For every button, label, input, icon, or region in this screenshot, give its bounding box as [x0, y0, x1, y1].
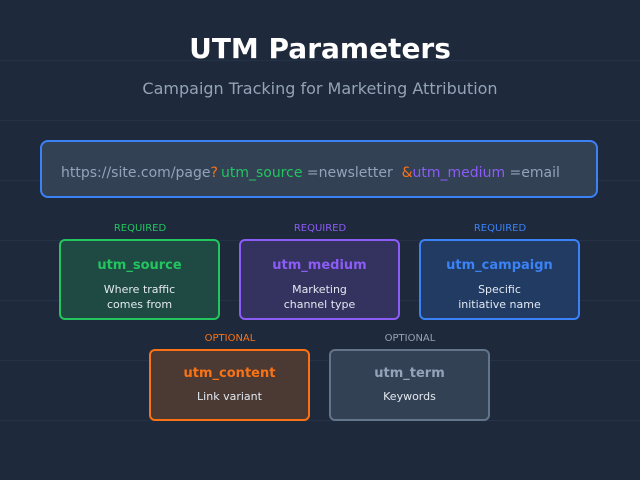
page-title: UTM Parameters: [189, 32, 451, 65]
param-card-utm-content: utm_content Link variant: [149, 349, 310, 421]
grid-line: [0, 360, 640, 361]
page-subtitle: Campaign Tracking for Marketing Attribut…: [142, 79, 498, 98]
status-label-term: OPTIONAL: [384, 333, 436, 344]
status-label-campaign: REQUIRED: [473, 223, 527, 234]
url-param-medium-value: =email: [505, 165, 560, 181]
param-name: utm_medium: [272, 258, 367, 273]
grid-line: [0, 120, 640, 121]
param-name: utm_content: [183, 366, 276, 381]
param-name: utm_campaign: [446, 258, 553, 273]
url-param-source-value: =newsletter: [302, 165, 402, 181]
grid-line: [0, 420, 640, 421]
grid-line: [0, 60, 640, 61]
param-description: Keywords: [383, 390, 436, 403]
url-ampersand: &: [401, 165, 413, 181]
url-query-mark: ?: [210, 165, 218, 181]
url-param-source-key: utm_source: [220, 165, 303, 181]
url-param-medium-key: utm_medium: [412, 165, 506, 181]
param-name: utm_source: [97, 258, 182, 273]
url-example-box: https://site.com/page?utm_source =newsle…: [40, 140, 598, 198]
param-description: Link variant: [197, 390, 262, 403]
url-example: https://site.com/page?utm_source =newsle…: [61, 165, 560, 181]
param-name: utm_term: [374, 366, 445, 381]
url-base: https://site.com/page: [61, 165, 211, 181]
status-label-medium: REQUIRED: [293, 223, 347, 234]
param-card-utm-term: utm_term Keywords: [329, 349, 490, 421]
status-label-source: REQUIRED: [113, 223, 167, 234]
status-label-content: OPTIONAL: [204, 333, 256, 344]
